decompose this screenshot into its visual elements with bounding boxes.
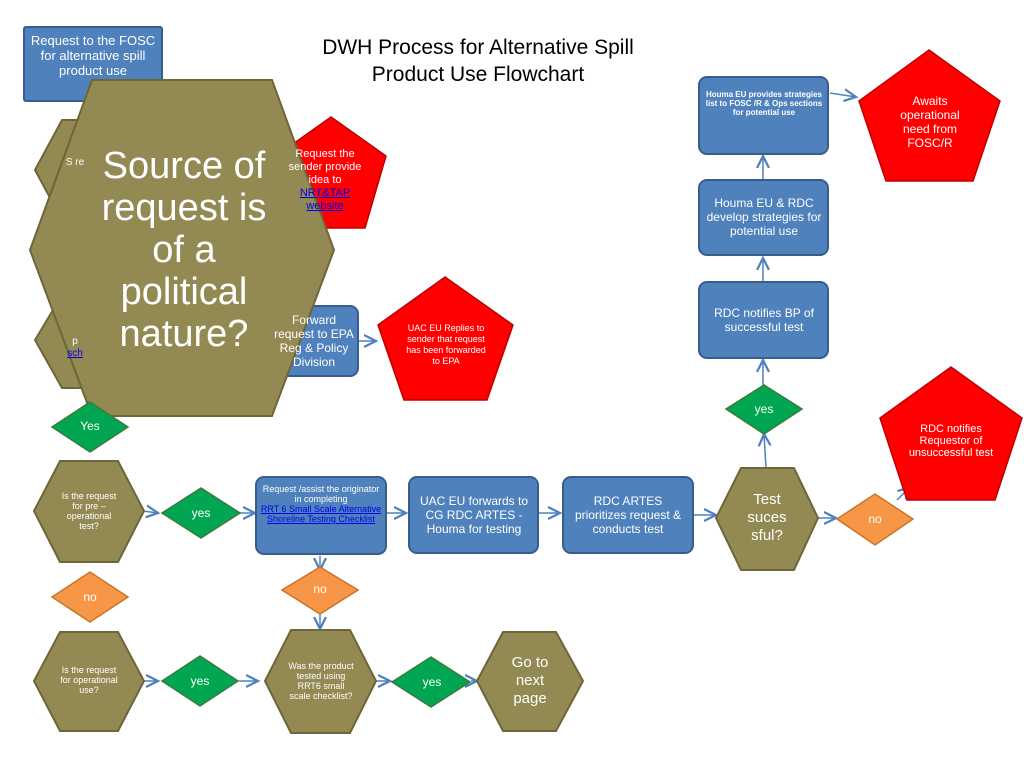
- title-line-2: Product Use Flowchart: [371, 63, 585, 86]
- houma-rdc-box: [698, 179, 829, 256]
- operational-use-hexagon: [32, 631, 146, 732]
- yes-left-label: Yes: [80, 419, 100, 433]
- awaits-pentagon: [858, 49, 1001, 182]
- request-assist-box: [255, 476, 387, 555]
- rdc-notifies-requestor-pentagon: [879, 366, 1023, 501]
- go-next-hexagon: [475, 631, 585, 732]
- yes-diamond-pre: [160, 487, 242, 539]
- houma-provides-box: [698, 76, 829, 155]
- rdc-notifies-bp-text: RDC notifies BP of successful test: [714, 306, 814, 334]
- request-assist-text: Request /assist the originator in comple…: [260, 484, 382, 550]
- political-question-text: Source of request is of a political natu…: [101, 145, 267, 355]
- request-sender-prefix: Request the sender provide idea to: [288, 148, 362, 186]
- pre-operational-hexagon: [32, 460, 146, 563]
- partial-mid-prefix: p: [72, 336, 78, 347]
- no-mid-label: no: [313, 582, 327, 596]
- rdc-artes-box: [562, 476, 694, 554]
- yes-diamond-was: [390, 656, 472, 708]
- forward-epa-text: Forward request to EPA Reg & Policy Divi…: [274, 313, 354, 369]
- arrow-houma-provides-to-awaits: [829, 93, 856, 97]
- arrow-test-to-yes: [764, 434, 766, 469]
- no-diamond-left: [50, 571, 130, 623]
- yes-op-label: yes: [190, 674, 210, 688]
- nrt-tap-link[interactable]: NRT&TAP website: [299, 187, 351, 212]
- yes-diamond-left: [50, 401, 130, 453]
- request-sender-text: Request the sender provide idea to NRT&T…: [280, 148, 370, 226]
- no-diamond-mid: [280, 566, 360, 615]
- rdc-artes-text: RDC ARTES prioritizes request & conducts…: [574, 494, 682, 536]
- partial-top-text: S re: [65, 157, 85, 168]
- was-tested-hexagon: [263, 629, 378, 734]
- partial-mid-link[interactable]: sch: [67, 348, 83, 359]
- no-diamond-test: [835, 493, 915, 546]
- operational-use-text: Is the request for operational use?: [60, 665, 118, 695]
- uac-forwards-box: [408, 476, 539, 554]
- yes-pre-label: yes: [191, 506, 211, 520]
- houma-provides-text: Houma EU provides strategies list to FOS…: [705, 90, 823, 117]
- arrow-pre-op-to-yes: [142, 511, 158, 513]
- rdc-notifies-bp-box: [698, 281, 829, 359]
- title-line-1: DWH Process for Alternative Spill: [322, 36, 634, 59]
- page-title: DWH Process for Alternative Spill Produc…: [260, 34, 696, 88]
- no-left-label: no: [83, 590, 97, 604]
- go-next-text: Go to next page: [511, 654, 549, 707]
- rrt6-checklist-link[interactable]: RRT 6 Small Scale Alternative Shoreline …: [260, 504, 382, 524]
- test-success-text: Test suces sful?: [747, 491, 787, 544]
- yes-diamond-op: [160, 655, 240, 707]
- houma-rdc-text: Houma EU & RDC develop strategies for po…: [706, 196, 822, 238]
- uac-replies-text: UAC EU Replies to sender that request ha…: [406, 323, 486, 366]
- partial-mid-text: p sch: [58, 330, 92, 366]
- test-success-hexagon: [714, 467, 820, 571]
- request-fosc-text: Request to the FOSC for alternative spil…: [30, 33, 156, 78]
- no-test-label: no: [868, 512, 882, 526]
- pre-operational-text: Is the request for pre – operational tes…: [61, 491, 117, 531]
- uac-forwards-text: UAC EU forwards to CG RDC ARTES - Houma …: [419, 494, 529, 536]
- uac-replies-pentagon: [377, 276, 514, 401]
- yes-was-label: yes: [422, 675, 442, 689]
- rdc-notifies-requestor-text: RDC notifies Requestor of unsuccessful t…: [908, 423, 994, 459]
- was-tested-text: Was the product tested using RRT6 small …: [288, 661, 354, 701]
- yes-diamond-right: [724, 384, 804, 435]
- yes-right-label: yes: [754, 402, 774, 416]
- awaits-text: Awaits operational need from FOSC/R: [900, 94, 960, 150]
- request-assist-prefix: Request /assist the originator in comple…: [262, 484, 380, 504]
